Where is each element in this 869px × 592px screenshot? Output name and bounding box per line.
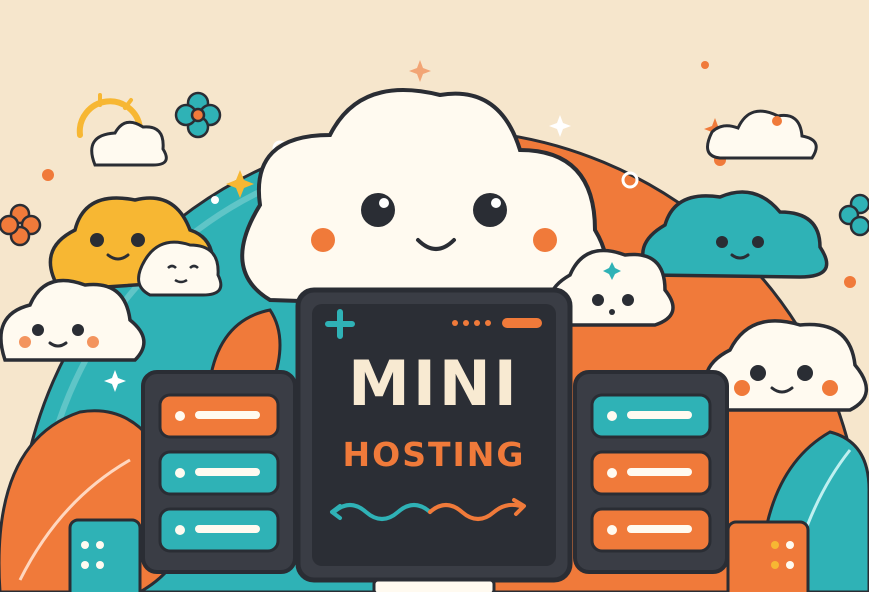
brand-title-line-2: HOSTING xyxy=(343,435,526,474)
cloud-icon xyxy=(90,120,168,167)
cloud-icon xyxy=(703,319,868,412)
sun-icon xyxy=(76,93,143,138)
monitor-icon: MINI HOSTING xyxy=(295,287,573,583)
cloud-icon xyxy=(137,240,223,297)
small-server-icon xyxy=(68,518,142,592)
brand-title-line-1: MINI xyxy=(348,347,520,420)
flower-icon xyxy=(0,91,869,247)
server-rack-icon xyxy=(141,370,297,574)
cloud-icon xyxy=(0,278,146,362)
monitor-stand xyxy=(372,578,496,592)
server-rack-icon xyxy=(573,370,729,574)
cloud-icon xyxy=(240,88,609,313)
small-server-icon xyxy=(726,520,810,592)
cloud-icon xyxy=(641,190,829,279)
cloud-icon xyxy=(706,109,818,160)
wave-line-icon xyxy=(330,498,526,521)
